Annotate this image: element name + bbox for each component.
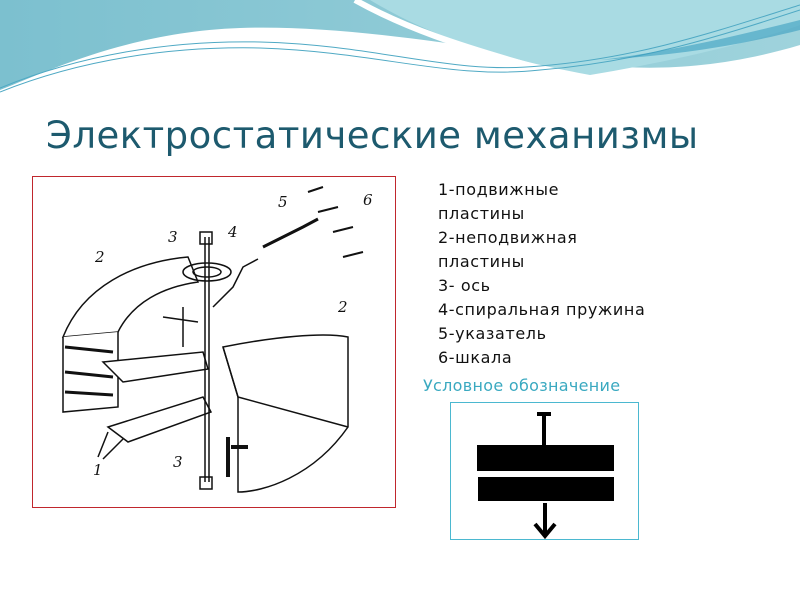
legend-line: 4-спиральная пружина — [438, 300, 646, 319]
label-5: 5 — [278, 193, 288, 211]
label-1: 1 — [93, 461, 103, 479]
legend-line: 5-указатель — [438, 324, 547, 343]
legend-line: пластины — [438, 252, 525, 271]
label-2-right: 2 — [337, 298, 348, 316]
slide-title: Электростатические механизмы — [46, 114, 699, 157]
schematic-symbol-box — [450, 402, 639, 540]
electrostatic-symbol — [477, 412, 614, 540]
symbol-caption: Условное обозначение — [423, 376, 621, 395]
mechanism-drawing: 1 2 2 3 3 4 5 6 — [61, 186, 373, 493]
electrostatic-mechanism-figure: 1 2 2 3 3 4 5 6 — [32, 176, 396, 508]
background-wave-decoration — [0, 0, 800, 93]
label-6: 6 — [363, 191, 373, 209]
legend-line: 1-подвижные — [438, 180, 560, 199]
legend-line: 2-неподвижная — [438, 228, 578, 247]
parts-legend: 1-подвижные пластины 2-неподвижная пласт… — [438, 178, 645, 370]
label-3-bottom: 3 — [173, 453, 183, 471]
legend-line: 3- ось — [438, 276, 491, 295]
legend-line: пластины — [438, 204, 525, 223]
label-2-left: 2 — [94, 248, 105, 266]
label-3-top: 3 — [168, 228, 178, 246]
legend-line: 6-шкала — [438, 348, 513, 367]
label-4: 4 — [227, 223, 238, 241]
